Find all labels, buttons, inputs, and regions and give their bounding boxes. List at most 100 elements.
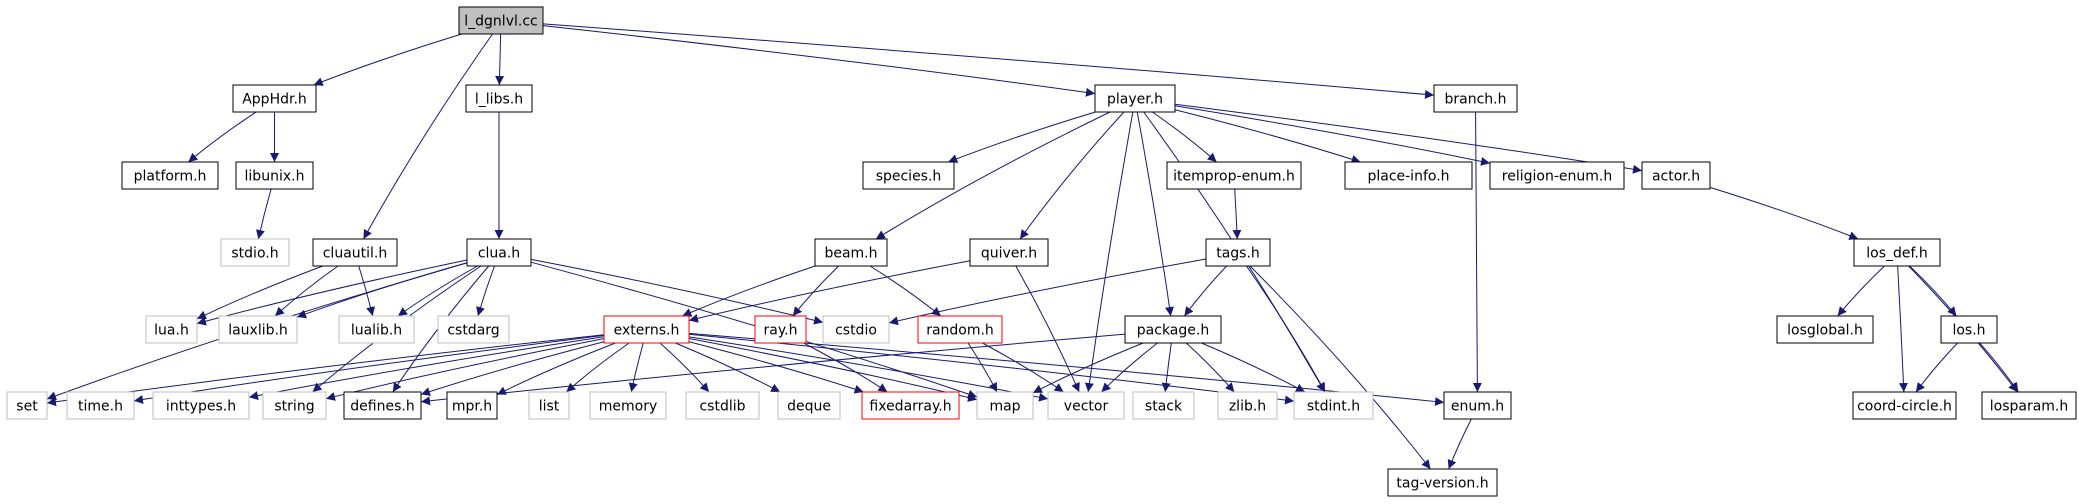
node-quiver[interactable]: quiver.h [969, 238, 1049, 267]
edge-tags-to-package [1183, 265, 1227, 317]
node-time: time.h [66, 391, 135, 420]
edge-externs-to-deque [675, 342, 781, 393]
node-placeinfo[interactable]: place-info.h [1344, 161, 1473, 190]
edge-player-to-species [948, 111, 1096, 163]
node-losglobal[interactable]: losglobal.h [1776, 315, 1874, 344]
node-label: tag-version.h [1396, 476, 1488, 492]
node-defines[interactable]: defines.h [343, 391, 422, 420]
edge-actor-to-los_def [1709, 186, 1859, 240]
node-label: los_def.h [1866, 246, 1927, 262]
edge-clua-to-cstdarg [476, 265, 495, 317]
node-label: vector [1064, 399, 1109, 415]
node-box [1853, 238, 1941, 267]
edge-los_def-to-losglobal [1837, 265, 1885, 317]
node-label: place-info.h [1367, 169, 1449, 185]
node-tagversion[interactable]: tag-version.h [1387, 468, 1498, 497]
node-beam[interactable]: beam.h [814, 238, 888, 267]
node-label: stdint.h [1307, 399, 1360, 415]
node-los[interactable]: los.h [1940, 315, 1998, 344]
node-cstdlib: cstdlib [685, 391, 760, 420]
node-cluautil[interactable]: cluautil.h [312, 238, 398, 267]
node-label: list [539, 399, 560, 415]
node-itemprop[interactable]: itemprop-enum.h [1166, 161, 1302, 190]
edge-los-to-coordcircle [1915, 342, 1958, 393]
node-branch[interactable]: branch.h [1433, 84, 1518, 113]
node-apphdr[interactable]: AppHdr.h [232, 84, 317, 113]
node-lua: lua.h [145, 315, 198, 344]
node-inttypes: inttypes.h [152, 391, 250, 420]
node-label: string [274, 399, 314, 415]
node-player[interactable]: player.h [1094, 84, 1176, 113]
node-coordcircle[interactable]: coord-circle.h [1852, 391, 1957, 420]
node-box [262, 391, 327, 420]
node-box [1443, 391, 1512, 420]
node-mpr[interactable]: mpr.h [446, 391, 498, 420]
node-box [1433, 84, 1518, 113]
edge-externs-to-mpr [496, 342, 616, 396]
node-label: map [989, 399, 1020, 415]
node-label: actor.h [1652, 169, 1700, 185]
node-package[interactable]: package.h [1124, 315, 1222, 344]
edge-beam-to-externs [682, 265, 816, 317]
node-label: l_libs.h [475, 92, 523, 108]
node-memory: memory [589, 391, 667, 420]
edge-branch-to-enum [1472, 111, 1482, 393]
node-random[interactable]: random.h [917, 315, 1003, 344]
node-label: externs.h [614, 323, 680, 339]
node-actor[interactable]: actor.h [1641, 161, 1711, 190]
node-box [862, 161, 955, 190]
node-box [589, 391, 667, 420]
node-losparam[interactable]: losparam.h [1981, 391, 2077, 420]
node-los_def[interactable]: los_def.h [1853, 238, 1941, 267]
node-label: stack [1145, 399, 1183, 415]
node-label: cstdarg [447, 323, 499, 339]
node-box [145, 315, 198, 344]
edge-random-to-vector [982, 342, 1064, 393]
node-box [66, 391, 135, 420]
edge-package-to-stdint [1201, 342, 1306, 393]
node-fixedarray[interactable]: fixedarray.h [861, 391, 960, 420]
edge-los_def-to-coordcircle [1897, 265, 1908, 393]
node-lualib: lualib.h [338, 315, 415, 344]
node-box [466, 238, 532, 267]
node-lauxlib: lauxlib.h [218, 315, 298, 344]
node-box [1094, 84, 1176, 113]
node-libunix[interactable]: libunix.h [235, 161, 314, 190]
edge-root-to-player [542, 25, 1096, 97]
node-enum[interactable]: enum.h [1443, 391, 1512, 420]
node-label: losparam.h [1990, 399, 2069, 415]
node-box [343, 391, 422, 420]
edge-clua-to-lua [196, 259, 468, 326]
node-label: stdio.h [231, 246, 278, 262]
node-box [235, 161, 314, 190]
node-box [976, 391, 1034, 420]
node-label: random.h [926, 323, 994, 339]
node-tags[interactable]: tags.h [1205, 238, 1271, 267]
node-platform[interactable]: platform.h [121, 161, 219, 190]
node-label: beam.h [824, 246, 877, 262]
node-externs[interactable]: externs.h [603, 315, 690, 344]
edge-root-to-apphdr [313, 33, 462, 86]
edge-clua-to-lauxlib [296, 262, 468, 319]
edge-externs-to-time [133, 334, 605, 404]
node-species[interactable]: species.h [862, 161, 955, 190]
node-ray[interactable]: ray.h [754, 315, 807, 344]
node-box [152, 391, 250, 420]
node-label: tags.h [1216, 246, 1260, 262]
edge-cluautil-to-lauxlib [274, 265, 339, 317]
node-label: fixedarray.h [869, 399, 951, 415]
node-list: list [528, 391, 570, 420]
node-label: ray.h [764, 323, 798, 339]
edge-package-to-stack [1161, 342, 1172, 393]
edge-cluautil-to-lualib [358, 265, 375, 317]
node-label: cstdio [835, 323, 877, 339]
edge-cluautil-to-lua [196, 265, 324, 320]
node-l_libs[interactable]: l_libs.h [465, 84, 533, 113]
edge-quiver-to-externs [688, 260, 971, 323]
node-religion[interactable]: religion-enum.h [1489, 161, 1625, 190]
node-label: mpr.h [452, 399, 492, 415]
node-box [1205, 238, 1271, 267]
node-label: cstdlib [699, 399, 745, 415]
node-root[interactable]: l_dgnlvl.cc [458, 6, 544, 35]
node-clua[interactable]: clua.h [466, 238, 532, 267]
